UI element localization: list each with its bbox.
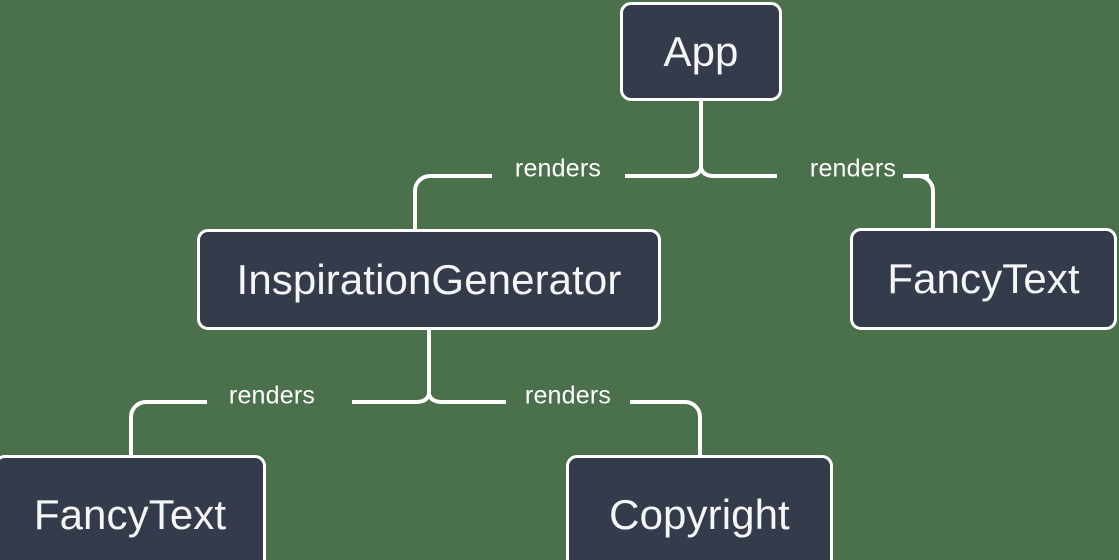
edge-app-fancy-corner xyxy=(903,174,935,228)
node-copyright[interactable]: Copyright xyxy=(566,455,833,560)
node-copyright-label: Copyright xyxy=(609,491,790,538)
node-fancy-text-right-label: FancyText xyxy=(887,255,1080,302)
node-fancy-text-left[interactable]: FancyText xyxy=(0,455,266,560)
edge-app-inspgen-corner xyxy=(413,174,431,229)
edge-app-junction-right xyxy=(699,167,715,178)
node-fancy-text-right[interactable]: FancyText xyxy=(850,228,1117,330)
edge-label-app-to-inspiration-generator: renders xyxy=(514,154,602,183)
edge-label-inspiration-generator-to-copyright: renders xyxy=(524,381,612,410)
edge-inspgen-junction-right xyxy=(427,393,443,404)
edge-label-inspiration-generator-to-fancy-text: renders xyxy=(228,381,316,410)
edge-inspgen-copy-corner xyxy=(684,400,702,455)
edge-inspgen-junction-left xyxy=(415,393,431,404)
node-app[interactable]: App xyxy=(620,2,782,101)
node-app-label: App xyxy=(663,27,739,75)
node-fancy-text-left-label: FancyText xyxy=(33,491,227,538)
edge-inspgen-fancy-corner xyxy=(129,400,147,455)
node-inspiration-generator-label: InspirationGenerator xyxy=(236,255,622,303)
edge-label-app-to-fancy-text: renders xyxy=(809,154,897,183)
node-inspiration-generator[interactable]: InspirationGenerator xyxy=(197,229,661,330)
edge-app-junction-left xyxy=(687,167,703,178)
